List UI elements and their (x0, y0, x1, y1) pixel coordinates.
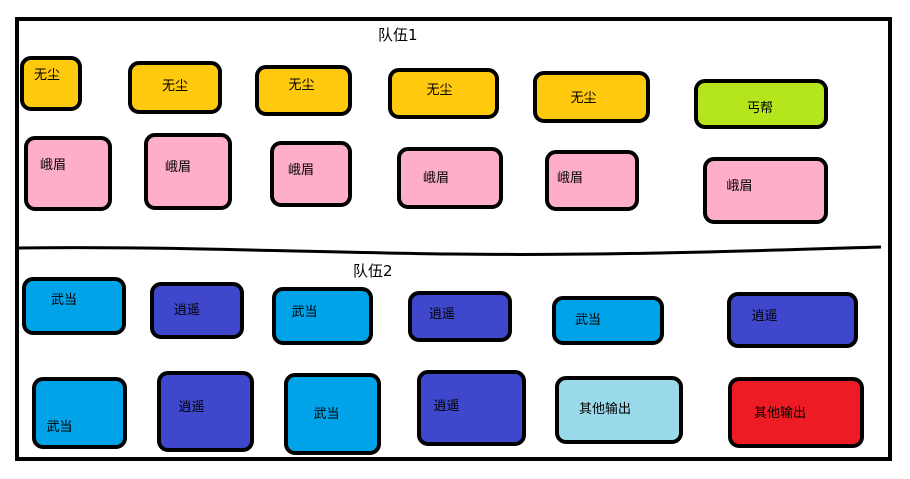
team-2-member-box: 逍遥 (417, 370, 526, 446)
member-label: 逍遥 (173, 303, 200, 318)
team-2-member-box: 武当 (552, 296, 664, 345)
team-2-member-box: 逍遥 (157, 371, 254, 452)
member-label: 无尘 (570, 90, 597, 106)
member-label: 无尘 (33, 68, 60, 83)
member-label: 其他输出 (578, 401, 631, 417)
member-label: 逍遥 (751, 308, 778, 324)
team-1-member-box: 峨眉 (545, 150, 639, 211)
member-label: 逍遥 (433, 398, 460, 414)
member-label: 其他输出 (753, 406, 806, 421)
member-label: 无尘 (288, 78, 315, 93)
team-1-member-box: 无尘 (20, 56, 82, 111)
member-label: 峨眉 (422, 170, 449, 186)
member-label: 武当 (574, 313, 601, 328)
member-label: 峨眉 (556, 171, 583, 186)
member-label: 武当 (50, 292, 77, 308)
member-label: 无尘 (426, 83, 453, 98)
team-1-member-box: 无尘 (388, 68, 499, 119)
member-label: 武当 (46, 419, 73, 435)
team-1-label: 队伍1 (378, 26, 418, 44)
member-label: 逍遥 (178, 400, 205, 415)
team-1-member-box: 峨眉 (24, 136, 112, 211)
member-label: 峨眉 (726, 179, 753, 194)
team-2-member-box: 逍遥 (150, 282, 244, 339)
member-label: 峨眉 (39, 158, 66, 173)
team-1-member-box: 无尘 (533, 71, 650, 123)
team-2-member-box: 其他输出 (555, 376, 683, 444)
team-2-member-box: 武当 (284, 373, 381, 455)
team-2-member-box: 武当 (272, 287, 373, 345)
diagram-frame (15, 17, 892, 461)
member-label: 武当 (313, 406, 340, 422)
team-1-member-box: 无尘 (128, 61, 222, 114)
team-2-label: 队伍2 (353, 262, 393, 280)
member-label: 峨眉 (164, 160, 191, 175)
team-1-member-box: 峨眉 (144, 133, 232, 210)
member-label: 逍遥 (428, 307, 455, 322)
team-1-member-box: 峨眉 (270, 141, 352, 207)
team-2-member-box: 逍遥 (408, 291, 512, 342)
team-2-member-box: 武当 (22, 277, 126, 335)
member-label: 无尘 (161, 79, 188, 94)
member-label: 峨眉 (287, 162, 314, 178)
team-1-member-box: 丐帮 (694, 79, 828, 129)
member-label: 丐帮 (746, 100, 773, 116)
team-1-member-box: 峨眉 (397, 147, 503, 209)
team-2-member-box: 其他输出 (728, 377, 864, 448)
team-2-member-box: 逍遥 (727, 292, 858, 348)
team-1-member-box: 无尘 (255, 65, 352, 116)
member-label: 武当 (291, 304, 318, 320)
team-2-member-box: 武当 (32, 377, 127, 449)
team-1-member-box: 峨眉 (703, 157, 828, 224)
